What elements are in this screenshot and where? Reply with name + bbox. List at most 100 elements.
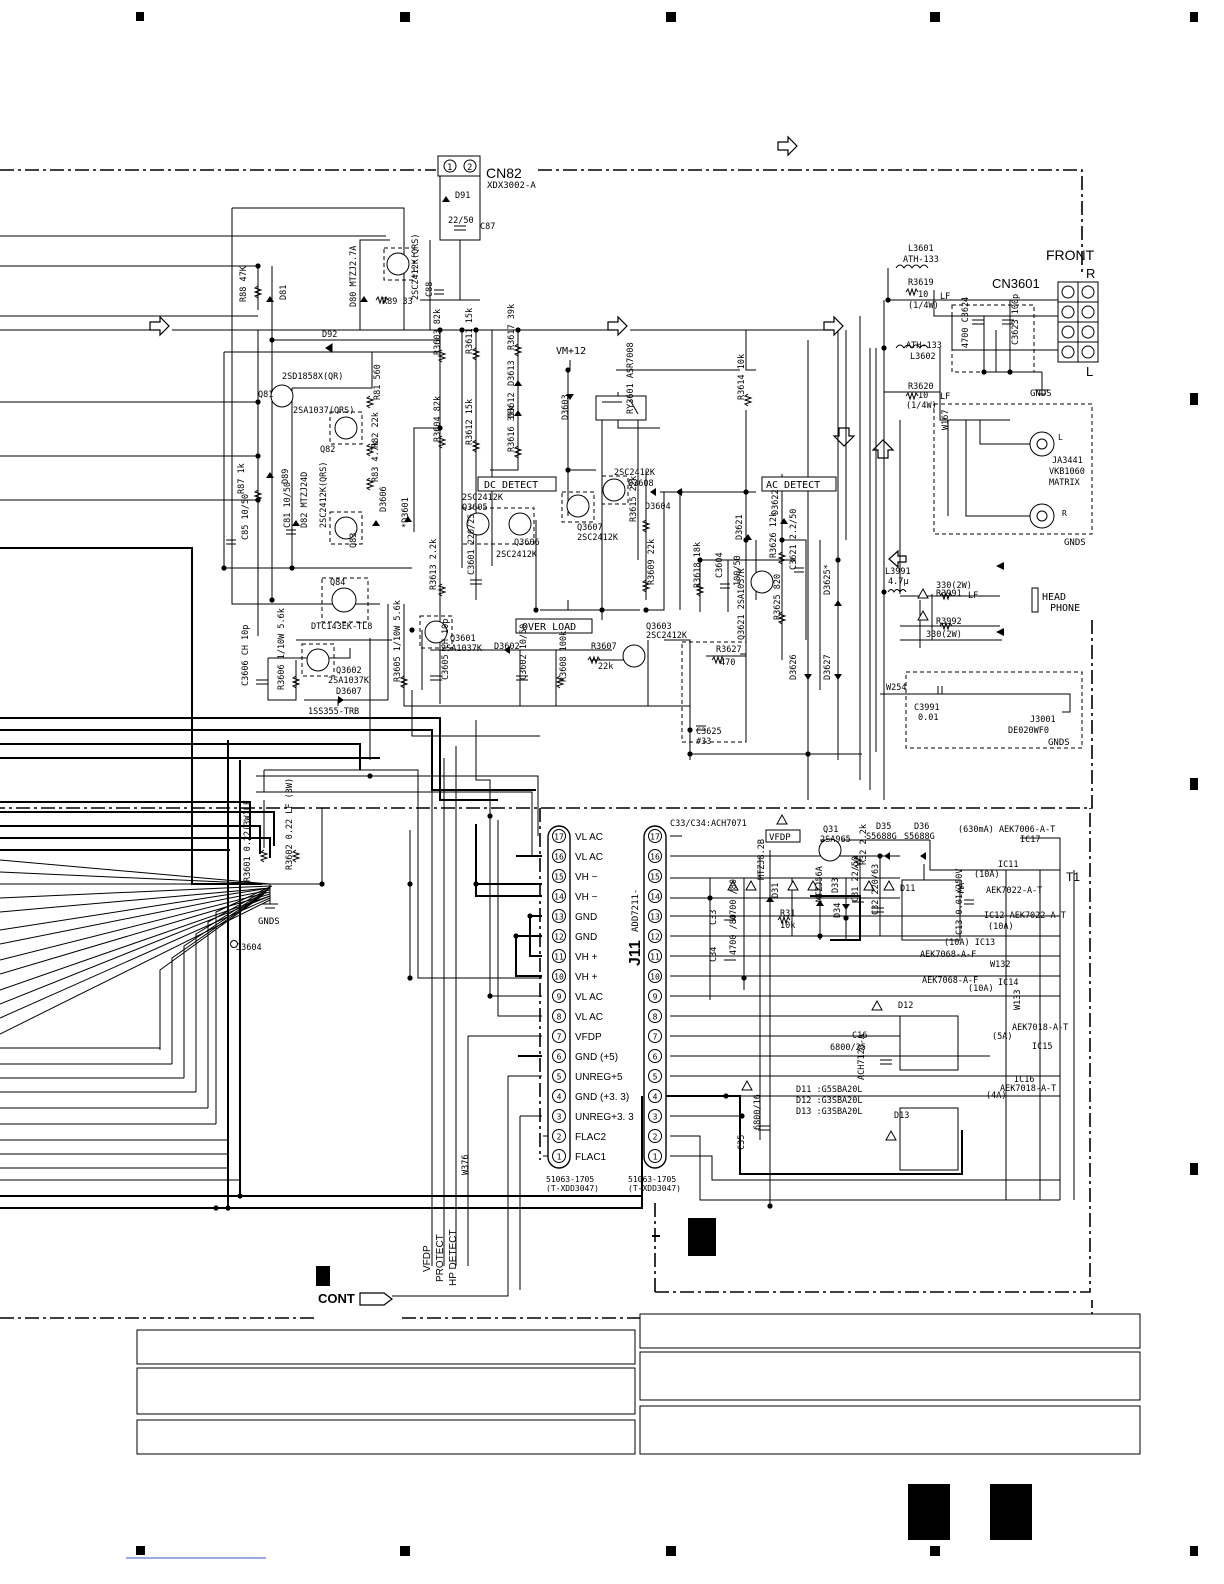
component-label-q83: Q83 xyxy=(349,533,359,548)
ground-fan xyxy=(0,859,322,1181)
component-label-r88: R88 47K xyxy=(239,265,249,302)
component-label-r31v: 10k xyxy=(780,921,795,931)
j11-right-pin-num-14: 14 xyxy=(650,893,660,902)
component-label-q8x: 2SC2412K(QRS) xyxy=(411,233,421,300)
j11-left-pin-num-5: 5 xyxy=(557,1073,562,1082)
component-label-d3604: D3604 xyxy=(645,502,671,512)
component-label-c16: C16 xyxy=(852,1031,867,1041)
component-label-r3627: R3627 xyxy=(716,645,742,655)
component-label-aek7006: (630mA) AEK7006-A-T xyxy=(958,825,1055,835)
j11-left-pin-3 xyxy=(552,1109,566,1123)
j11-left-pin-num-14: 14 xyxy=(554,893,564,902)
component-label-d11l: D11 :G5SBA20L xyxy=(796,1085,863,1095)
component-label-q3608t: 2SC2412K xyxy=(614,468,656,478)
component-label-d13l: D13 :G3SBA20L xyxy=(796,1107,863,1117)
component-label-ic11: IC11 xyxy=(998,860,1018,870)
component-label-ath1: ATH-133 xyxy=(903,255,939,265)
component-label-r3626: R3626 12k xyxy=(769,512,779,558)
component-label-r32: R32 2.2k xyxy=(859,824,869,865)
component-label-w167: W167 xyxy=(941,410,951,430)
cn82-part: XDX3002-A xyxy=(487,181,536,191)
component-label-r3612: R3612 15k xyxy=(465,399,475,445)
j11-right-pin-num-9: 9 xyxy=(653,993,658,1002)
component-label-q82: Q82 xyxy=(320,445,335,455)
component-label-r89: R89 33 xyxy=(382,297,413,307)
component-label-q3605: Q3605 xyxy=(462,503,488,513)
component-label-r3991: R3991 xyxy=(936,589,962,599)
component-label-r3616: R3616 39k xyxy=(507,406,517,452)
j11-right-pin-6 xyxy=(648,1049,662,1063)
j11-left-pin-num-13: 13 xyxy=(554,913,564,922)
j11-right-pin-num-7: 7 xyxy=(653,1033,658,1042)
component-label-ic16a: (4A) xyxy=(986,1091,1006,1101)
component-label-r3625: R3625 820 xyxy=(773,574,783,620)
j11-left-pin-9 xyxy=(552,989,566,1003)
j11-left-pin-num-17: 17 xyxy=(554,833,564,842)
component-label-r87: R87 1k xyxy=(237,463,247,494)
component-label-aek7018a: AEK7018-A-T xyxy=(1012,1023,1068,1033)
j11-left-pin-10 xyxy=(552,969,566,983)
component-label-c87: C87 xyxy=(480,222,495,232)
component-label-r3619lf: LF xyxy=(940,292,950,302)
j11-right-pin-num-1: 1 xyxy=(653,1153,658,1162)
j11-left-pin-16 xyxy=(552,849,566,863)
component-label-r3601: R3601 0.22(3W)LF xyxy=(243,800,253,882)
sig-protect: PROTECT xyxy=(435,1234,446,1282)
j11-left-pin-num-11: 11 xyxy=(554,953,564,962)
dc-detect-label: DC DETECT xyxy=(484,480,538,491)
j11-left-pin-7 xyxy=(552,1029,566,1043)
component-label-r82: R82 22k xyxy=(371,412,381,448)
j11-left-pin-num-8: 8 xyxy=(557,1013,562,1022)
component-label-d3613: D3613 xyxy=(507,360,517,386)
component-label-c3621: C3621 2.2/50 xyxy=(789,509,799,570)
j11-right-pin-num-4: 4 xyxy=(653,1093,658,1102)
component-label-d3625: D3625* xyxy=(823,564,833,595)
component-labels: C87D9122/502SC2412K(QRS)L3601ATH-133R361… xyxy=(236,191,1085,1175)
j11-left-pin-8 xyxy=(552,1009,566,1023)
component-label-q82t: 2SA1037(QRS) xyxy=(293,406,354,416)
j11-right-pin-3 xyxy=(648,1109,662,1123)
component-label-r3620v: 10 xyxy=(918,391,928,401)
component-label-q84: Q84 xyxy=(330,578,345,588)
component-label-c3606: C3606 CH 10p xyxy=(241,625,251,686)
j11-right-pin-num-8: 8 xyxy=(653,1013,658,1022)
j11-right-pin-16 xyxy=(648,849,662,863)
gnds-label-4: GNDS xyxy=(258,917,280,927)
component-label-c16v: 6800/25 xyxy=(830,1043,866,1053)
r-label: R xyxy=(1086,266,1095,281)
component-label-d3621: D3621 xyxy=(735,514,745,540)
j11-left-pin-num-3: 3 xyxy=(557,1113,562,1122)
j11-right-pin-num-15: 15 xyxy=(650,873,660,882)
component-label-c3991: C3991 xyxy=(914,703,940,713)
component-label-r3602: R3602 0.22 LF (3W) xyxy=(285,778,295,870)
component-label-q81: Q81 xyxy=(258,390,273,400)
component-label-r3620w: (1/4W) xyxy=(906,401,937,411)
cont-label: CONT xyxy=(318,1291,355,1306)
component-label-d3612: D3612 xyxy=(507,392,517,418)
registration-marks xyxy=(136,12,1198,1556)
component-label-c13: C13 0.01/250V xyxy=(955,868,965,935)
j11-left-pin-14 xyxy=(552,889,566,903)
j11-right-pin-14 xyxy=(648,889,662,903)
right-conn-part-1: 51063-1705 xyxy=(628,1175,676,1184)
component-label-ach7120: ACH7120-A xyxy=(857,1034,867,1080)
j11-part: ADD7211- xyxy=(631,889,641,932)
j11-left-pin-4 xyxy=(552,1089,566,1103)
component-label-d36t: S5688G xyxy=(904,832,935,842)
component-label-r3991lf: LF xyxy=(968,591,978,601)
j11-pin-label-8: VL AC xyxy=(575,1012,603,1023)
j11-right-pin-7 xyxy=(648,1029,662,1043)
j11-pin-label-10: VH + xyxy=(575,972,598,983)
component-label-aek7068a: AEK7068-A-F xyxy=(920,950,976,960)
component-label-c34v: 4700 /80 xyxy=(729,914,739,955)
component-label-r31: R31 xyxy=(780,909,795,919)
component-label-d81: D81 xyxy=(279,285,289,300)
component-label-d3601: *D3601 xyxy=(401,497,411,528)
component-label-mtzj56: MTZJ56A xyxy=(815,866,825,902)
j11-pin-label-7: VFDP xyxy=(575,1032,602,1043)
j11-left-pin-num-1: 1 xyxy=(557,1153,562,1162)
j11-left-pin-num-9: 9 xyxy=(557,993,562,1002)
j11-right-pin-num-11: 11 xyxy=(650,953,660,962)
component-label-q84t: DTC143EK-TL8 xyxy=(311,622,372,632)
component-label-r3620: R3620 xyxy=(908,382,934,392)
